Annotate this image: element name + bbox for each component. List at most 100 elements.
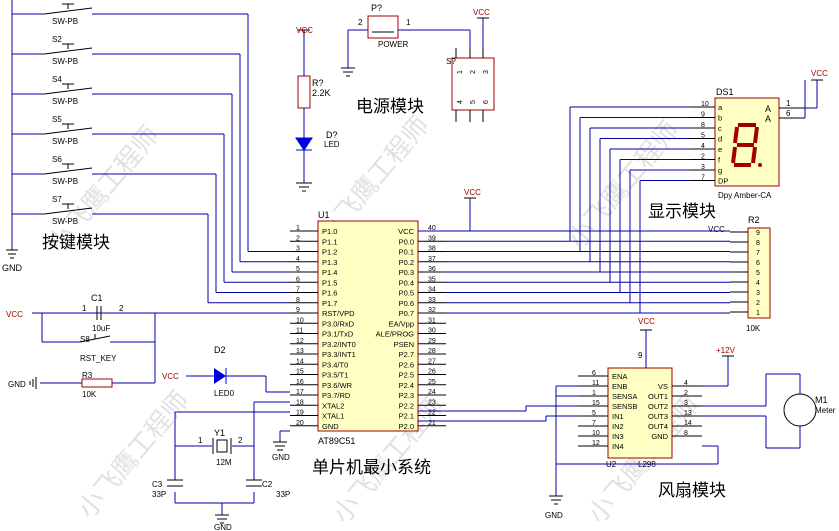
display-pin-number: 4 [701, 143, 705, 150]
driver-pin-name: IN2 [612, 422, 624, 431]
resistor-pack-pin-number: 3 [756, 290, 760, 297]
display-value: Dpy Amber-CA [718, 191, 772, 200]
crystal-pin: 2 [238, 436, 243, 445]
led0-value: LED0 [214, 389, 235, 398]
mcu-pin-name: P3.4/T0 [322, 360, 348, 369]
mcu-pin-number: 2 [296, 235, 300, 242]
mcu-pin-number: 3 [296, 246, 300, 253]
display-module-label: 显示模块 [648, 202, 716, 222]
reset-cap-pin: 2 [119, 304, 124, 313]
mcu-pin-name: VCC [398, 227, 414, 236]
mcu-pin-name: P0.2 [399, 258, 414, 267]
switch-lever [43, 167, 93, 175]
c2-ref: C2 [262, 480, 273, 489]
mcu-body [317, 220, 419, 432]
mcu-pin-name: P2.1 [399, 412, 414, 421]
mcu-pin-number: 28 [428, 348, 436, 355]
display-pin-number: 3 [701, 164, 705, 171]
mcu-pin-name: P1.4 [322, 268, 337, 277]
display-segment-label: c [718, 124, 722, 133]
driver-pin-name: OUT2 [648, 402, 668, 411]
switch-ref: S7 [52, 195, 62, 204]
power-led-ref: D? [326, 130, 338, 140]
display-segment-label: e [718, 145, 722, 154]
reset-switch-value: RST_KEY [80, 354, 117, 363]
ground-symbol-icon [215, 514, 229, 524]
mcu-pin-name: GND [322, 422, 339, 431]
switch-lever [43, 127, 93, 135]
gnd-label: GND [2, 263, 23, 273]
mcu-pin-number: 5 [296, 266, 300, 273]
driver-pin-number: 5 [592, 410, 596, 417]
mcu-pin-number: 10 [296, 317, 304, 324]
mcu-ref: U1 [318, 210, 330, 220]
switch-ref: S4 [52, 75, 62, 84]
driver-pin-number: 2 [684, 390, 688, 397]
resistor-pack-ref: R2 [748, 215, 760, 225]
mcu-pin-name: P1.3 [322, 258, 337, 267]
mcu-power-wires [273, 197, 476, 451]
switch-ref: S6 [52, 155, 62, 164]
crystal-ref: Y1 [214, 428, 225, 438]
mcu-pin-name: P2.0 [399, 422, 414, 431]
mcu-pin-name: P0.1 [399, 248, 414, 257]
power-resistor-value: 2.2K [312, 88, 331, 98]
mcu-pin-name: XTAL2 [322, 401, 344, 410]
mcu-pin-name: P2.7 [399, 350, 414, 359]
mcu-pin-number: 40 [428, 225, 436, 232]
resistor-pack-pin-number: 2 [756, 300, 760, 307]
mcu-pin-number: 37 [428, 256, 436, 263]
mcu-pin-name: P2.5 [399, 371, 414, 380]
mcu-pin-number: 17 [296, 389, 304, 396]
display-segment-label: f [718, 156, 721, 165]
mcu-pin-number: 20 [296, 420, 304, 427]
switch-value: SW-PB [52, 17, 78, 26]
gnd-label: GND [214, 523, 232, 531]
c3-ref: C3 [152, 480, 163, 489]
resistor-pack-pin-number: 5 [756, 270, 760, 277]
resistor-pack-pin-number: 8 [756, 240, 760, 247]
crystal-value: 12M [216, 458, 232, 467]
resistor-pack-vcc: VCC [708, 225, 725, 234]
switch-ref: S2 [52, 35, 62, 44]
mcu-pin-number: 11 [296, 328, 303, 335]
reset-cap-value: 10uF [92, 324, 110, 333]
mcu-pin-name: P0.6 [399, 299, 414, 308]
mcu-pin-name: P2.2 [399, 401, 414, 410]
mcu-pin-name: P0.0 [399, 237, 414, 246]
display-segment-label: g [718, 166, 722, 175]
switch-value: SW-PB [52, 177, 78, 186]
mcu-pin-name: P0.3 [399, 268, 414, 277]
driver-vcc-pin: 9 [638, 351, 643, 360]
resistor-pack [747, 227, 771, 319]
mcu-pin-name: P2.3 [399, 391, 414, 400]
driver-wiring [418, 329, 801, 496]
power-switch-pins: 1 2 3 4 5 6 [457, 70, 490, 104]
switch-value: SW-PB [52, 217, 78, 226]
switch-ref: S5 [52, 115, 62, 124]
vcc-label: VCC [162, 372, 179, 381]
mcu-pin-name: P3.5/T1 [322, 371, 348, 380]
mcu-pin-name: P2.6 [399, 360, 414, 369]
display-segment-label: DP [718, 177, 728, 186]
reset-cap-ref: C1 [91, 293, 103, 303]
display-anode-pin: 6 [786, 109, 791, 118]
driver-pin-name: GND [651, 432, 668, 441]
resistor-pack-pin-number: 1 [756, 310, 760, 317]
mcu-pin-number: 27 [428, 358, 436, 365]
display-pin-number: 5 [701, 133, 705, 140]
mcu-pin-name: P1.5 [322, 278, 337, 287]
mcu-pin-number: 9 [296, 307, 300, 314]
mcu-pin-number: 31 [428, 317, 436, 324]
driver-body [607, 367, 673, 459]
mcu-pin-name: ALE/PROG [376, 330, 415, 339]
power-switch-pin: 1 [457, 70, 464, 74]
driver-pin-name: OUT4 [648, 422, 668, 431]
driver-pin-number: 7 [592, 420, 596, 427]
mcu-pin-number: 38 [428, 246, 436, 253]
mcu-pin-number: 18 [296, 399, 304, 406]
led0-ref: D2 [214, 345, 226, 355]
display-pin-number: 8 [701, 122, 705, 129]
